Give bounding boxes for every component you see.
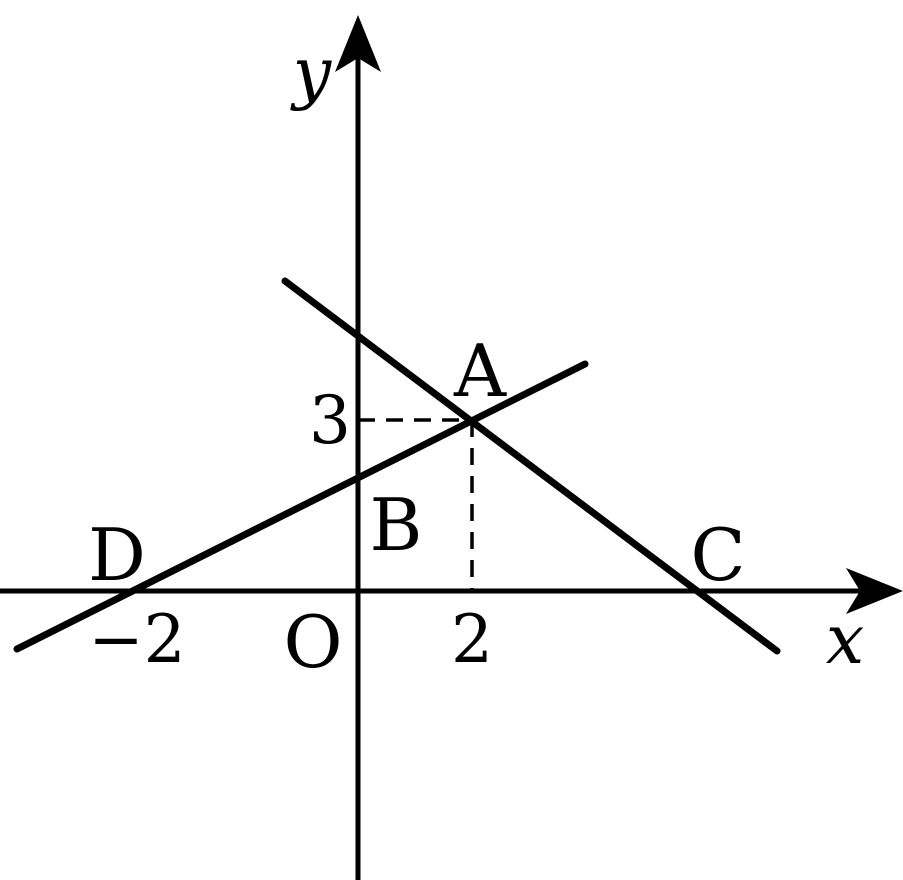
origin-label: O: [283, 600, 342, 684]
x-axis-label: x: [826, 601, 864, 680]
tick-label-y-3: 3: [309, 382, 351, 459]
line-AC: [281, 277, 781, 655]
point-label-A: A: [453, 329, 507, 413]
y-axis-label: y: [290, 34, 333, 113]
line-DA: [13, 360, 589, 653]
tick-label-x-neg-2: −2: [88, 601, 185, 678]
point-label-C: C: [690, 513, 745, 597]
point-label-B: B: [370, 483, 423, 567]
point-label-D: D: [88, 513, 146, 597]
tick-label-x-pos-2: 2: [451, 601, 493, 678]
x-axis-arrowhead: [846, 568, 903, 614]
y-axis-arrowhead: [335, 15, 381, 72]
